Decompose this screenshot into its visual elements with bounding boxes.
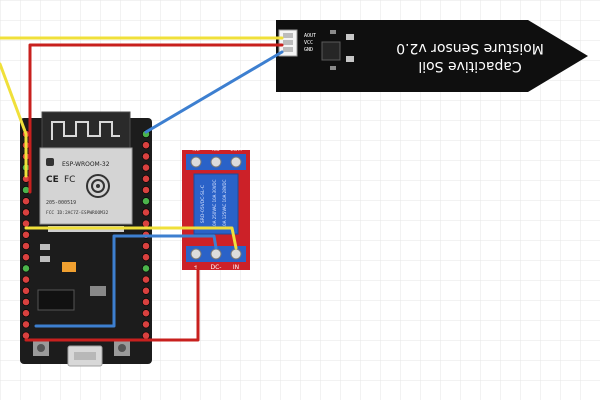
esp32-cert-code: 205-000519 <box>46 200 76 206</box>
ce-mark-icon: CE <box>46 175 59 185</box>
sensor-pin-label-vcc: VCC <box>304 40 313 46</box>
wire-blue-gnd[interactable] <box>144 50 284 134</box>
relay-label-dc-minus: DC- <box>211 264 222 271</box>
boot-button-cap <box>37 344 45 352</box>
wire-yellow-down[interactable] <box>0 62 28 178</box>
relay-terminal-in[interactable] <box>230 248 242 260</box>
micro-usb-slot <box>74 352 96 360</box>
sensor-component <box>330 30 336 34</box>
wire-red-vcc[interactable] <box>28 43 284 194</box>
esp32-pin-right-5[interactable] <box>142 174 150 183</box>
sensor-pin-label-gnd: GND <box>304 47 313 53</box>
relay-cube-text-1: SRD-05VDC-SL-C <box>200 185 206 223</box>
esp32-pin-right-16[interactable] <box>142 298 150 306</box>
esp32-capacitor <box>62 262 76 272</box>
fcc-mark-icon: FC <box>64 175 75 185</box>
relay-label-nc: NC <box>192 147 200 153</box>
sensor-title-line2: Moisture Sensor v2.0 <box>396 40 544 56</box>
esp32-pin-right-11[interactable] <box>142 242 150 250</box>
relay-terminal-nc[interactable] <box>190 156 202 168</box>
relay-terminal-vcc[interactable] <box>190 248 202 260</box>
wifi-icon-dot <box>96 184 100 188</box>
wifi-logo-icon <box>46 158 54 166</box>
esp32-regulator <box>90 286 106 296</box>
relay-module[interactable]: NC NO COM SRD-05VDC-SL-C 10A 250VAC 10A … <box>182 147 250 271</box>
esp32-pin-right-13[interactable] <box>142 264 150 273</box>
esp32-pin-right-7[interactable] <box>142 197 150 206</box>
relay-label-in: IN <box>233 264 239 271</box>
sensor-chip <box>321 41 341 61</box>
esp32-component <box>40 244 50 250</box>
esp32-pin-right-8[interactable] <box>142 208 150 217</box>
esp32-pin-right-9[interactable] <box>142 219 150 228</box>
wire-yellow-relay-in[interactable] <box>24 226 238 250</box>
esp32-antenna-trace <box>51 121 120 140</box>
relay-cube <box>193 173 239 235</box>
esp32-pin-left-13[interactable] <box>22 264 30 273</box>
wire-red-relay-vcc[interactable] <box>24 264 200 342</box>
esp32-pin-right-2[interactable] <box>142 141 150 150</box>
esp32-pin-left-9[interactable] <box>22 219 30 228</box>
esp32-pin-right-12[interactable] <box>142 253 150 262</box>
esp32-pin-left-15[interactable] <box>22 286 30 295</box>
sensor-pin-label-aout: AOUT <box>304 33 316 39</box>
esp32-pin-left-8[interactable] <box>22 208 30 217</box>
wire-blue-relay-gnd[interactable] <box>34 234 218 328</box>
relay-terminal-com[interactable] <box>230 156 242 168</box>
esp32-pin-right-18[interactable] <box>142 320 150 329</box>
esp32-pin-right-4[interactable] <box>142 163 150 172</box>
esp32-pin-right-15[interactable] <box>142 286 150 295</box>
sensor-pin-gnd <box>283 47 293 52</box>
esp32-pin-right-3[interactable] <box>142 152 150 161</box>
wifi-icon <box>86 174 110 198</box>
esp32-board[interactable]: ESP-WROOM-32 CE FC 205-000519 FCC ID:2AC… <box>20 111 152 367</box>
esp32-pin-left-11[interactable] <box>22 242 30 250</box>
sensor-pin-vcc <box>283 40 293 45</box>
wires <box>0 36 284 342</box>
sensor-pin-aout <box>283 33 293 38</box>
relay-cube-text-2: 10A 250VAC 10A 30VDC <box>212 179 217 228</box>
relay-terminal-no[interactable] <box>210 156 222 168</box>
sensor-component <box>330 66 336 70</box>
esp32-component <box>40 256 50 262</box>
esp32-module-title: ESP-WROOM-32 <box>62 161 110 168</box>
esp32-pin-right-14[interactable] <box>142 275 150 284</box>
relay-label-no: NO <box>212 147 220 153</box>
relay-label-plus: + <box>193 264 198 271</box>
esp32-pin-left-16[interactable] <box>22 298 30 306</box>
esp32-pin-left-10[interactable] <box>22 230 30 239</box>
esp32-pin-left-19[interactable] <box>22 331 30 340</box>
esp32-pin-left-18[interactable] <box>22 320 30 329</box>
esp32-pin-left-17[interactable] <box>22 309 30 318</box>
sensor-component <box>346 56 354 62</box>
relay-cube-text-3: 10A 125VAC 10A 28VDC <box>222 179 227 228</box>
relay-label-com: COM <box>230 147 242 153</box>
sensor-component <box>346 34 354 40</box>
relay-terminal-gnd[interactable] <box>210 248 222 260</box>
sensor-title-line1: Capacitive Soil <box>418 58 521 74</box>
esp32-pin-left-12[interactable] <box>22 253 30 262</box>
wifi-icon-inner <box>91 179 105 193</box>
esp32-pin-right-6[interactable] <box>142 186 150 194</box>
esp32-antenna-area <box>41 111 131 149</box>
esp32-fcc-id: FCC ID:2AC7Z-ESPWROOM32 <box>46 210 109 216</box>
esp32-pin-left-7[interactable] <box>22 197 30 206</box>
esp32-pin-right-17[interactable] <box>142 309 150 318</box>
en-button-cap <box>118 344 126 352</box>
esp32-pin-right-19[interactable] <box>142 331 150 340</box>
esp32-pin-left-14[interactable] <box>22 275 30 284</box>
soil-moisture-sensor[interactable]: AOUT VCC GND Capacitive Soil Moisture Se… <box>276 20 588 92</box>
esp32-usb-chip <box>37 289 75 311</box>
